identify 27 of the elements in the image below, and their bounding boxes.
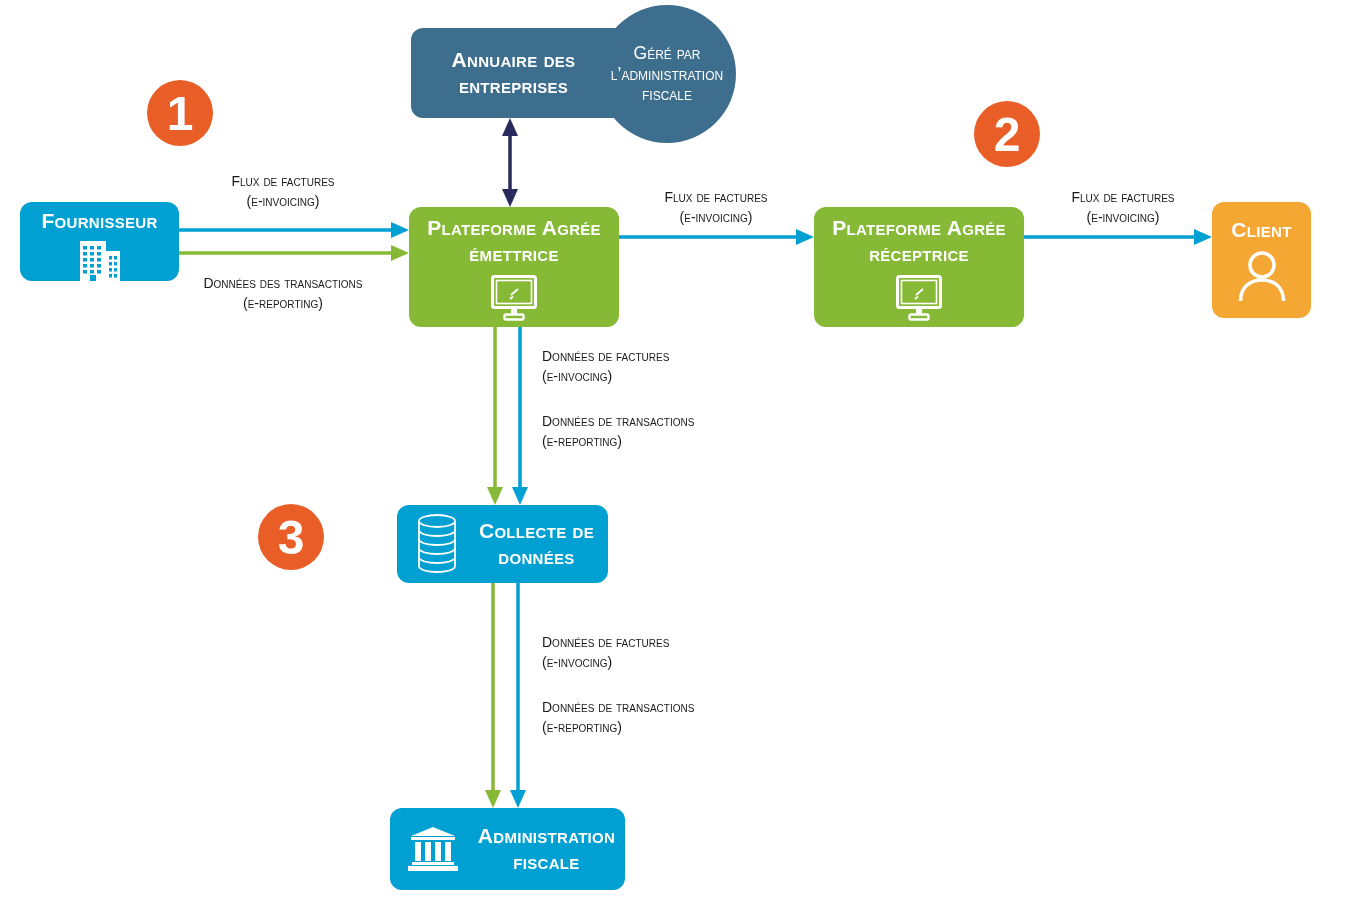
- arrow: [619, 229, 814, 245]
- node-title: Plateforme Agrée réceptrice: [832, 216, 1006, 266]
- node-title: Client: [1231, 218, 1292, 242]
- step-number-badge: 2: [974, 101, 1040, 167]
- node-title: Fournisseur: [41, 209, 158, 232]
- note-text: Géré par l’administration fiscale: [610, 42, 724, 105]
- arrow: [485, 583, 501, 808]
- process-box: [20, 202, 179, 281]
- process-box: [409, 207, 619, 327]
- arrow: [179, 222, 409, 238]
- arrow: [487, 327, 503, 505]
- process-box: [390, 808, 625, 890]
- double-arrow: [502, 118, 518, 207]
- node-title: Plateforme Agrée émettrice: [427, 216, 601, 266]
- step-number-badge: 1: [147, 80, 213, 146]
- directory-box: [411, 28, 598, 118]
- actor-box: [1212, 202, 1311, 318]
- arrow: [512, 327, 528, 505]
- arrow: [510, 583, 526, 808]
- node-title: Annuaire des entreprises: [451, 47, 576, 97]
- node-title: Collecte de données: [478, 518, 595, 568]
- process-box: [397, 505, 608, 583]
- arrow: [179, 245, 409, 261]
- process-box: [814, 207, 1024, 327]
- node-title: Administration fiscale: [477, 823, 616, 873]
- step-number-badge: 3: [258, 504, 324, 570]
- arrow: [1024, 229, 1212, 245]
